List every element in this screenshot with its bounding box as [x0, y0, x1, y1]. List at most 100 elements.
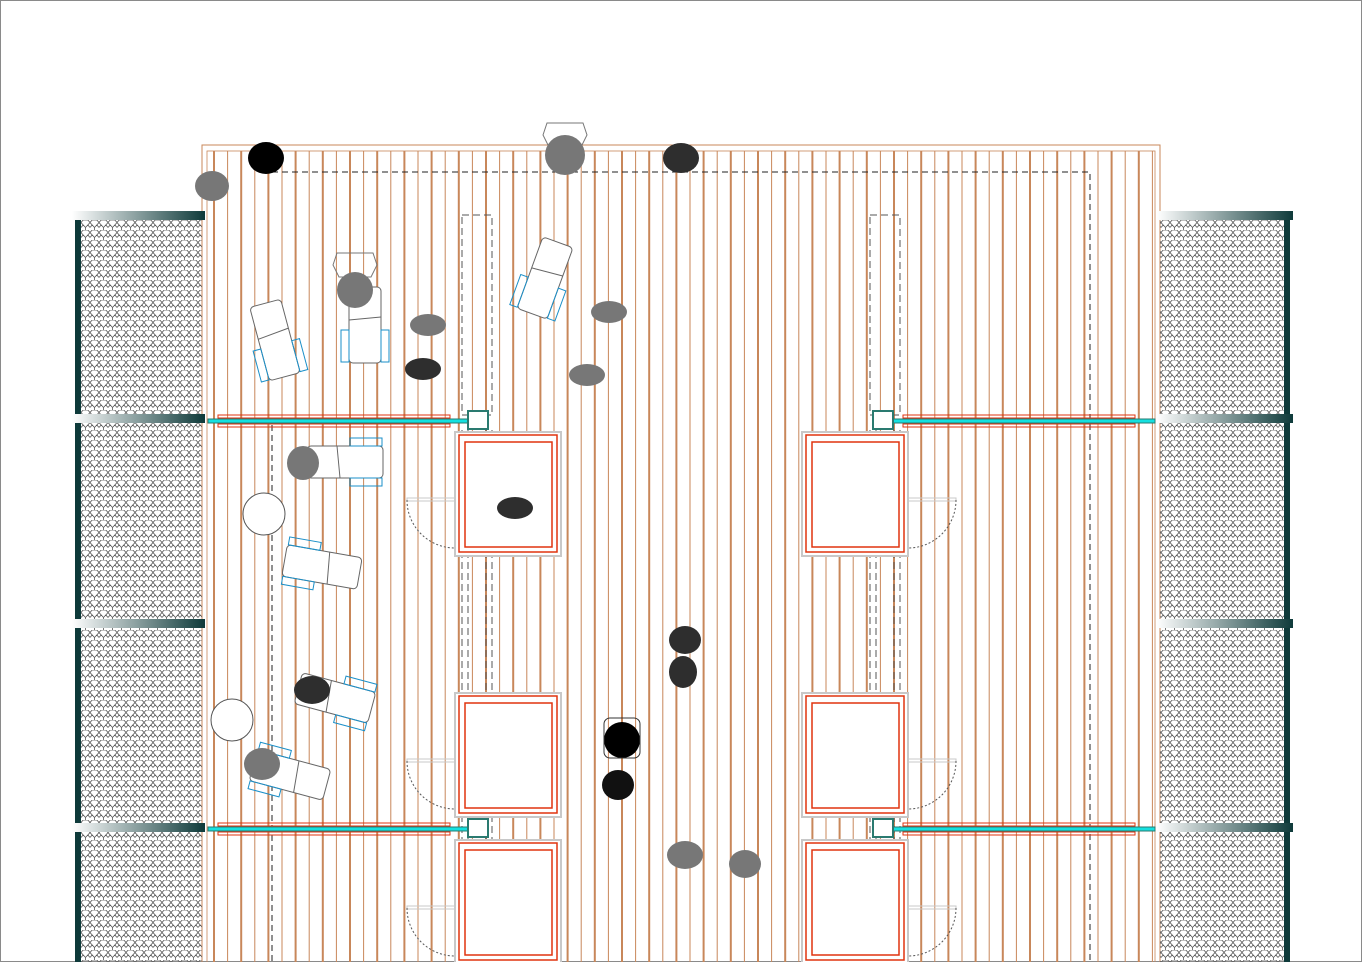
partition-glass: [892, 418, 1156, 424]
partition-red-edge: [217, 423, 451, 428]
fence-post-bar-right: [1157, 823, 1293, 832]
lounger-frame: [250, 299, 300, 381]
person-figure: [248, 142, 284, 174]
door-swing-arc: [907, 907, 957, 957]
person-figure: [602, 770, 634, 800]
lounger-wheel: [343, 675, 378, 693]
person-figure: [195, 171, 229, 201]
cabin-wall: [458, 842, 558, 961]
person-figure: [244, 748, 280, 780]
dashed-column: [869, 214, 901, 416]
mesh-fence-left: [75, 218, 202, 962]
cabin-frame: [801, 692, 909, 818]
cabin-door: [406, 497, 456, 502]
cabin-inner-wall: [464, 702, 553, 809]
fence-rail-right: [1284, 218, 1290, 962]
person-figure: [591, 301, 627, 323]
cabin-door: [907, 758, 957, 763]
lounger-wheel: [340, 329, 350, 363]
lounger-wheel: [333, 714, 368, 732]
door-swing-arc: [406, 499, 456, 549]
fence-post-bar-right: [1157, 414, 1293, 423]
partition-red-edge: [902, 831, 1136, 836]
fence-post-bar-left: [72, 823, 205, 832]
partition-red-edge: [902, 822, 1136, 827]
sun-lounger: [250, 299, 309, 383]
person-figure: [604, 722, 640, 758]
door-swing-arc: [907, 499, 957, 549]
door-swing-arc: [406, 907, 456, 957]
person-figure: [569, 364, 605, 386]
lounger-hinge: [326, 552, 331, 585]
cabin-inner-wall: [811, 702, 900, 809]
fence-post-bar-left: [72, 211, 205, 220]
lounger-frame: [517, 237, 573, 319]
cabin-frame: [454, 839, 562, 962]
person-figure: [667, 841, 703, 869]
cabin-wall: [805, 842, 905, 961]
person-figure: [669, 626, 701, 654]
partition-red-edge: [902, 414, 1136, 419]
dashed-boundary-line: [272, 171, 1091, 962]
fence-post-bar-left: [72, 414, 205, 423]
fence-post-bar-right: [1157, 619, 1293, 628]
person-figure: [669, 656, 697, 688]
round-table: [242, 492, 286, 536]
partition-red-edge: [217, 822, 451, 827]
cabin-frame: [454, 431, 562, 557]
cabin-wall: [458, 695, 558, 814]
lounger-hinge: [531, 267, 563, 277]
person-figure: [410, 314, 446, 336]
mesh-fence-right: [1160, 218, 1290, 962]
lounger-wheel: [380, 329, 390, 363]
round-table: [210, 698, 254, 742]
person-figure: [545, 135, 585, 175]
cabin-inner-wall: [811, 441, 900, 548]
lounger-wheel: [509, 273, 529, 308]
sun-lounger: [306, 437, 384, 487]
lounger-wheel: [280, 575, 315, 591]
cabin-door: [907, 497, 957, 502]
partition-red-edge: [217, 831, 451, 836]
lounger-wheel: [252, 348, 270, 383]
cabin-door: [907, 905, 957, 910]
chair-outline: [332, 252, 378, 278]
partition-red-edge: [902, 423, 1136, 428]
person-figure: [294, 676, 330, 704]
sun-lounger: [509, 237, 573, 322]
fence-rail-left: [75, 218, 81, 962]
chair-outline: [603, 717, 641, 759]
fence-post-bar-left: [72, 619, 205, 628]
cabin-frame: [801, 431, 909, 557]
lounger-hinge: [258, 327, 289, 340]
partition-glass: [207, 826, 471, 832]
lounger-hinge: [348, 316, 382, 321]
partition-post: [872, 410, 894, 430]
partition-post: [872, 818, 894, 838]
door-swing-arc: [907, 760, 957, 810]
person-figure: [729, 850, 761, 878]
cabin-wall: [805, 434, 905, 553]
cabin-frame: [801, 839, 909, 962]
cabin-door: [406, 905, 456, 910]
partition-red-edge: [217, 414, 451, 419]
dashed-column: [461, 214, 493, 416]
fence-post-bar-right: [1157, 211, 1293, 220]
lounger-hinge: [336, 445, 341, 479]
lounger-wheel: [287, 536, 322, 551]
lounger-wheel: [349, 477, 383, 487]
cabin-wall: [458, 434, 558, 553]
lounger-wheel: [291, 338, 309, 373]
partition-glass: [207, 418, 471, 424]
door-swing-arc: [406, 760, 456, 810]
lounger-hinge: [325, 680, 332, 713]
partition-post: [467, 818, 489, 838]
cabin-wall: [805, 695, 905, 814]
cabin-inner-wall: [464, 441, 553, 548]
person-figure: [663, 143, 699, 173]
lounger-hinge: [293, 760, 300, 793]
chair-outline: [542, 122, 588, 148]
cabin-frame: [454, 692, 562, 818]
person-figure: [497, 497, 533, 519]
